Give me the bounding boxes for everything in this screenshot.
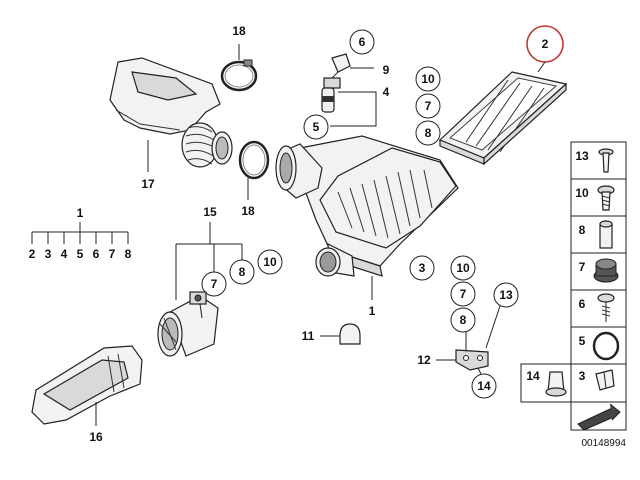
callout-6: 6 (359, 35, 366, 49)
callout-9: 9 (383, 63, 390, 77)
callout-8-right: 8 (460, 313, 467, 327)
callout-4: 4 (383, 85, 390, 99)
callout-circle-7-right (450, 281, 476, 307)
callout-circle-14 (471, 373, 497, 399)
callout-10-top: 10 (421, 72, 435, 86)
callout-18-mid: 18 (241, 204, 255, 218)
temperature-sensor-part-5[interactable] (321, 53, 351, 113)
callout-group-7: 7 (109, 247, 116, 261)
screw-icon[interactable] (597, 185, 615, 211)
panel-num-14: 14 (526, 369, 540, 383)
callout-group-4: 4 (61, 247, 68, 261)
rubber-grommet-icon[interactable] (593, 258, 619, 283)
panel-num-5: 5 (579, 334, 586, 348)
callout-16: 16 (89, 430, 103, 444)
callout-14: 14 (477, 379, 491, 393)
callout-group-2: 2 (29, 247, 36, 261)
callout-1-group: 1 (77, 206, 84, 220)
intake-duct-part-17[interactable] (109, 57, 233, 168)
callout-17: 17 (141, 177, 155, 191)
hose-clamp-part-18-top[interactable] (220, 59, 258, 92)
callout-5: 5 (313, 120, 320, 134)
callout-11: 11 (302, 329, 315, 343)
diagram-code: 00148994 (582, 438, 627, 449)
callout-10-right: 10 (456, 261, 470, 275)
hose-clamp-part-18-mid[interactable] (238, 140, 270, 180)
callout-12: 12 (417, 353, 431, 367)
panel-num-13: 13 (575, 149, 589, 163)
callout-8-top: 8 (425, 126, 432, 140)
air-mass-meter-part-15[interactable] (157, 291, 219, 357)
callout-2[interactable]: 2 (542, 37, 549, 51)
panel-num-8: 8 (579, 223, 586, 237)
callout-7-right: 7 (460, 287, 467, 301)
panel-num-10: 10 (575, 186, 589, 200)
direction-arrow-icon (577, 403, 621, 431)
callout-circle-8-mid (229, 259, 255, 285)
callout-circle-8-top (415, 120, 441, 146)
callout-3: 3 (419, 261, 426, 275)
callout-7-top: 7 (425, 99, 432, 113)
callout-circle-13 (493, 282, 519, 308)
callout-circle-10-right (450, 255, 476, 281)
clip-nut-icon[interactable] (545, 371, 567, 397)
callout-circle-3 (409, 255, 435, 281)
callout-circle-7-mid (201, 271, 227, 297)
cap-part-11[interactable] (339, 323, 361, 345)
callout-circle-7-top (415, 93, 441, 119)
panel-num-3: 3 (579, 369, 586, 383)
callout-8-mid: 8 (239, 265, 246, 279)
callout-group-6: 6 (93, 247, 100, 261)
callout-1-housing: 1 (369, 304, 376, 318)
callout-10-mid: 10 (263, 255, 277, 269)
spacer-sleeve-icon[interactable] (599, 220, 613, 249)
bracket-part-12[interactable] (455, 349, 489, 371)
callout-circle-10-top (415, 66, 441, 92)
callout-18-top: 18 (232, 24, 246, 38)
callout-circle-10-mid (257, 249, 283, 275)
callout-7-mid: 7 (211, 277, 218, 291)
plastic-screw-icon[interactable] (597, 293, 615, 322)
callout-circle-6 (349, 29, 375, 55)
air-filter-housing-part-1[interactable] (275, 135, 459, 277)
callout-group-3: 3 (45, 247, 52, 261)
callout-group-8: 8 (125, 247, 132, 261)
clip-icon[interactable] (595, 369, 615, 391)
hardware-panel: 13 10 8 7 6 5 3 14 (520, 141, 627, 431)
callout-group-5: 5 (77, 247, 84, 261)
callout-13: 13 (499, 288, 513, 302)
callout-circle-5 (303, 114, 329, 140)
hose-clamp-icon[interactable] (592, 331, 620, 361)
air-filter-part-2[interactable] (438, 71, 568, 166)
panel-num-7: 7 (579, 260, 586, 274)
panel-num-6: 6 (579, 297, 586, 311)
callout-circle-8-right (450, 307, 476, 333)
intake-snorkel-part-16[interactable] (31, 345, 143, 425)
push-rivet-icon[interactable] (598, 148, 614, 173)
assembly-breakdown-group-1: 1 2 3 4 5 6 7 8 (29, 206, 132, 261)
callout-15: 15 (203, 205, 217, 219)
